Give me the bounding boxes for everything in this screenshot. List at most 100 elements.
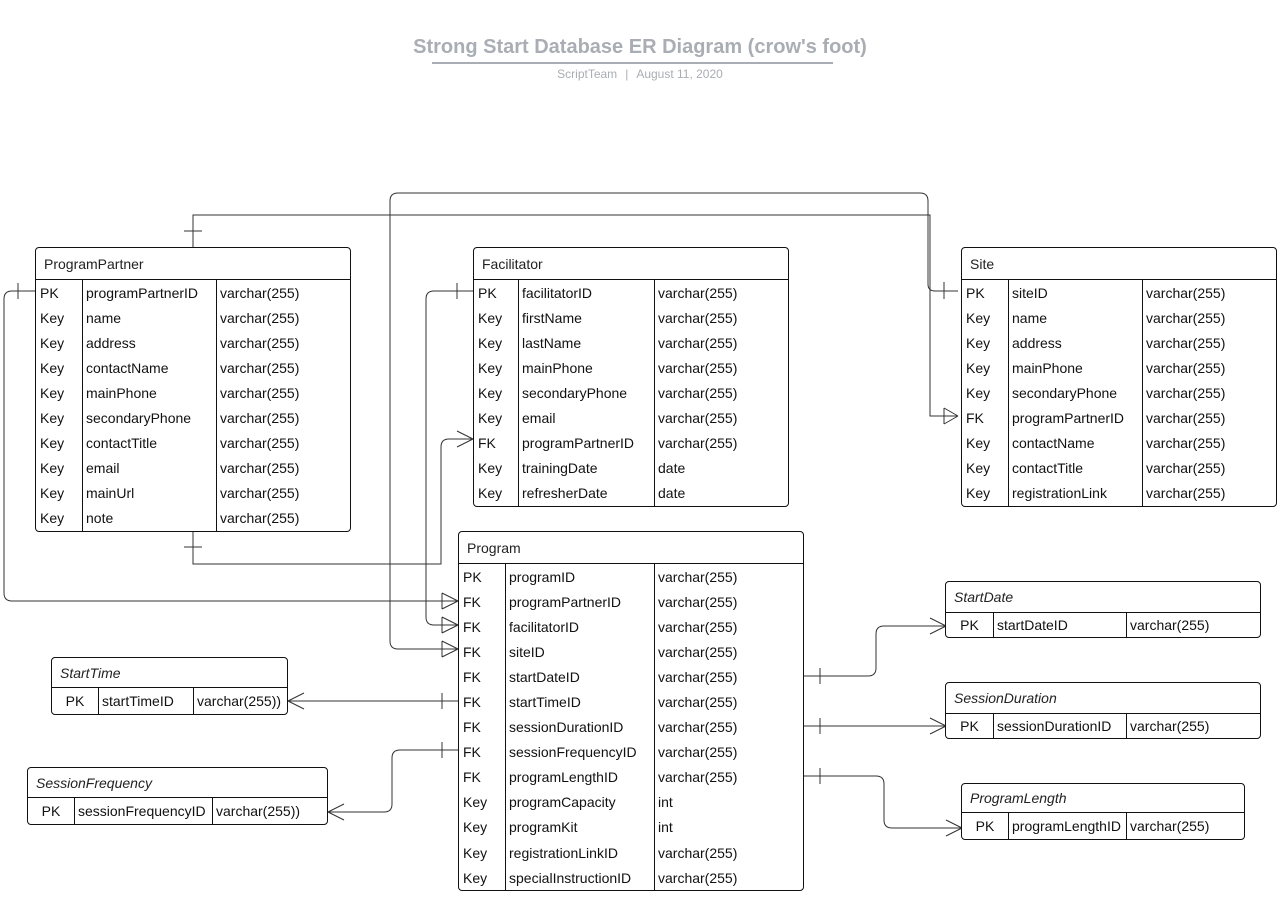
column-attribute: mainPhone xyxy=(1012,359,1083,376)
column-datatype: varchar(255) xyxy=(658,284,738,301)
column-attribute: contactName xyxy=(86,359,169,376)
author-label: ScriptTeam xyxy=(557,67,618,81)
column-datatype: varchar(255) xyxy=(1146,334,1226,351)
column-attribute: secondaryPhone xyxy=(86,410,192,427)
column-key-type: FK xyxy=(463,769,481,786)
column-attribute: startDateID xyxy=(997,617,1068,633)
column-datatype: varchar(255) xyxy=(658,769,738,786)
column-key-type: Key xyxy=(478,485,503,502)
entity-name: Facilitator xyxy=(474,248,788,280)
column-datatype: varchar(255) xyxy=(1146,460,1226,477)
column-key-type: PK xyxy=(478,284,497,301)
crowfoot-marker xyxy=(441,616,459,634)
column-datatype: varchar(255) xyxy=(658,384,738,401)
crowfoot-marker xyxy=(945,819,963,837)
column-datatype: varchar(255) xyxy=(658,309,738,326)
column-datatype: varchar(255) xyxy=(658,744,738,761)
column-key-type: Key xyxy=(40,435,65,452)
column-attribute: mainPhone xyxy=(522,359,593,376)
column-attribute: mainUrl xyxy=(86,485,135,502)
column-key-type: Key xyxy=(478,384,503,401)
rel-program-programlength xyxy=(804,775,962,829)
rel-programpartner-facilitator xyxy=(192,438,473,565)
column-key-type: Key xyxy=(40,460,65,477)
column-attribute: facilitatorID xyxy=(522,284,593,301)
column-attribute: sessionFrequencyID xyxy=(78,803,206,819)
column-attribute: programLengthID xyxy=(1012,818,1121,834)
column-key-type: FK xyxy=(463,668,481,685)
column-attribute: contactTitle xyxy=(1012,460,1084,477)
subtitle-separator: | xyxy=(625,67,629,81)
column-datatype: varchar(255) xyxy=(658,844,738,861)
column-attribute: registrationLinkID xyxy=(509,844,618,861)
column-datatype: date xyxy=(658,485,686,502)
column-datatype: varchar(255) xyxy=(220,359,300,376)
column-key-type: Key xyxy=(463,869,488,886)
column-attribute: programCapacity xyxy=(509,794,616,811)
entity-name: Program xyxy=(459,532,803,564)
column-datatype: varchar(255) xyxy=(658,869,738,886)
crowfoot-marker xyxy=(327,803,345,821)
column-datatype: varchar(255) xyxy=(220,410,300,427)
column-datatype: varchar(255) xyxy=(1130,818,1210,834)
crowfoot-marker xyxy=(943,407,959,425)
entity-name: StartTime xyxy=(52,658,287,688)
entity-rows: PK programLengthID varchar(255) xyxy=(962,813,1244,839)
column-attribute: email xyxy=(86,460,120,477)
column-attribute: name xyxy=(1012,309,1048,326)
column-datatype: int xyxy=(658,794,673,811)
column-key-type: Key xyxy=(478,410,503,427)
diagram-subtitle: ScriptTeam|August 11, 2020 xyxy=(0,67,1280,81)
column-key-type: FK xyxy=(463,618,481,635)
column-datatype: varchar(255) xyxy=(658,359,738,376)
column-attribute: sessionDurationID xyxy=(509,719,624,736)
column-key-type: FK xyxy=(463,719,481,736)
column-datatype: varchar(255) xyxy=(220,510,300,527)
column-attribute: siteID xyxy=(509,643,545,660)
entity-facilitator[interactable]: Facilitator PK facilitatorID varchar(255) K… xyxy=(473,247,789,507)
column-attribute: registrationLink xyxy=(1012,485,1107,502)
column-key-type: PK xyxy=(966,284,985,301)
column-key-type: Key xyxy=(40,384,65,401)
rel-facilitator-program xyxy=(425,290,473,626)
crowfoot-marker xyxy=(456,430,474,448)
column-attribute: mainPhone xyxy=(86,384,157,401)
column-datatype: varchar(255) xyxy=(658,643,738,660)
table-row: PK facilitatorID varchar(255) xyxy=(474,280,788,305)
column-datatype: varchar(255) xyxy=(1146,384,1226,401)
column-attribute: trainingDate xyxy=(522,460,598,477)
column-key-type: PK xyxy=(975,818,995,834)
